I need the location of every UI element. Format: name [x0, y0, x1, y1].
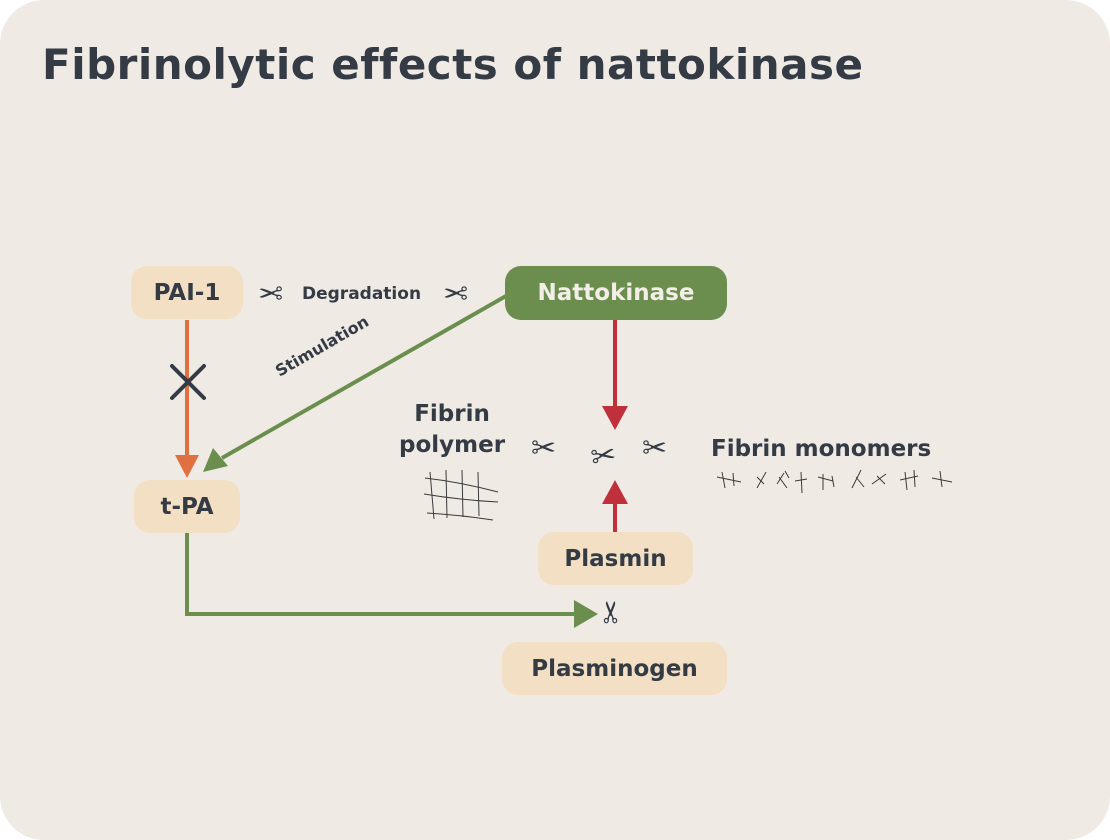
fibrin-monomers-label: Fibrin monomers	[711, 436, 932, 462]
blocked-x-icon	[170, 364, 206, 400]
fibrin-polymer-line2: polymer	[399, 432, 506, 458]
fibrin-polymer-label: Fibrin polymer	[399, 399, 505, 461]
scissors-icon: ✂	[594, 599, 630, 625]
scissors-icon: ✂	[443, 277, 469, 312]
node-plasmin: Plasmin	[538, 532, 693, 585]
scissors-icon: ✂	[531, 431, 557, 466]
node-plasminogen-label: Plasminogen	[531, 655, 698, 682]
scissors-icon: ✂	[642, 431, 668, 466]
scissors-icon: ✂	[588, 437, 619, 476]
stimulation-arrowhead	[203, 448, 228, 472]
tpa-to-plasminogen-arrowhead	[574, 600, 598, 628]
node-nattokinase: Nattokinase	[505, 266, 727, 320]
fibrin-polymer-sketch	[423, 469, 499, 521]
node-tpa: t-PA	[134, 480, 240, 533]
node-pai1: PAI-1	[131, 266, 243, 319]
node-nattokinase-label: Nattokinase	[537, 280, 695, 306]
node-pai1-label: PAI-1	[153, 279, 221, 306]
node-plasmin-label: Plasmin	[564, 545, 667, 572]
scissors-icon: ✂	[258, 277, 284, 312]
fibrin-monomers-sketch	[716, 469, 953, 494]
plasmin-cleavage-arrowhead	[602, 480, 628, 504]
stimulation-arrow	[221, 294, 507, 460]
node-plasminogen: Plasminogen	[502, 642, 727, 695]
degradation-label: Degradation	[302, 284, 422, 304]
node-tpa-label: t-PA	[160, 493, 214, 520]
tpa-to-plasminogen-arrow	[185, 533, 578, 616]
fibrin-polymer-line1: Fibrin	[414, 401, 490, 427]
pai1-to-tpa-arrowhead	[175, 455, 199, 478]
diagram-title: Fibrinolytic effects of nattokinase	[42, 40, 864, 89]
nattokinase-cleavage-arrowhead	[602, 406, 628, 430]
